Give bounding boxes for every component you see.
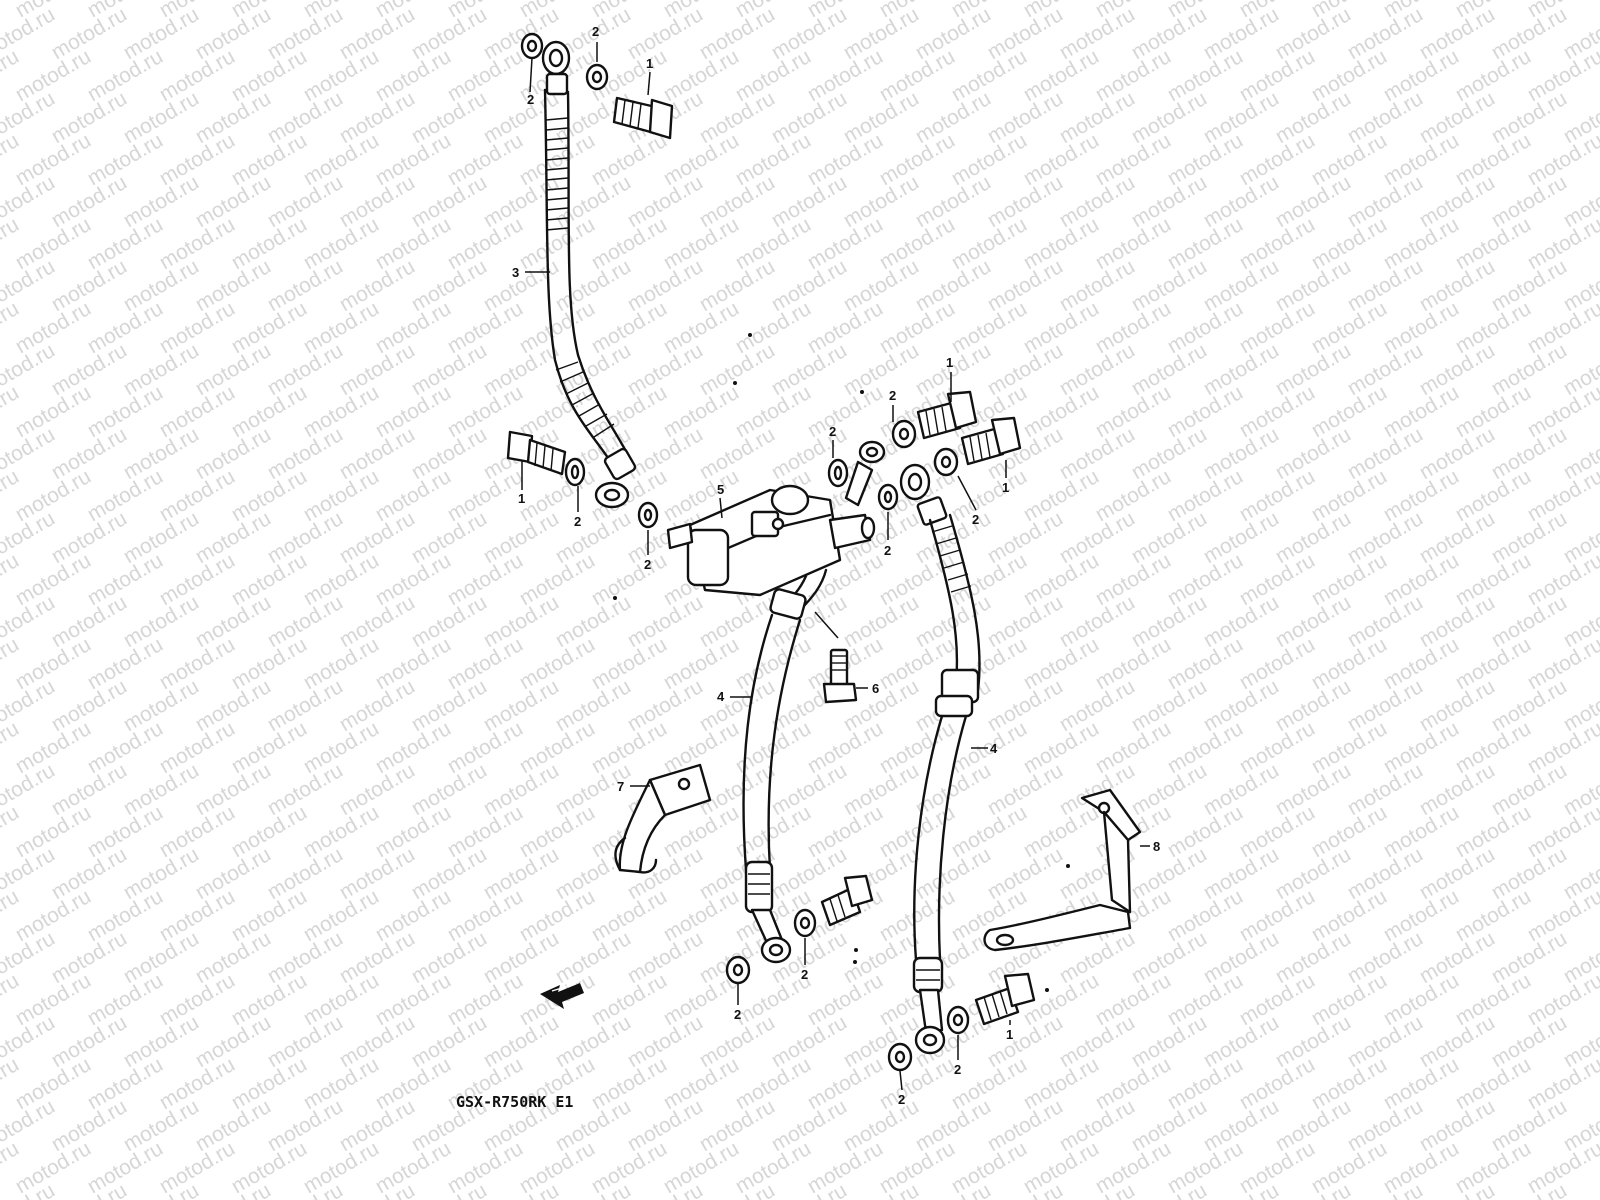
label-hose-upper: 3: [512, 265, 519, 280]
hose-clamp-left: [614, 763, 712, 874]
label-bolt-lower-right: 1: [1006, 1027, 1013, 1042]
washer-lower-left-b: [793, 908, 817, 938]
label-washer-lower-right-a: 2: [898, 1092, 905, 1107]
banjo-bolt-right-mid: [960, 416, 1022, 466]
washer-top-left: [520, 32, 544, 60]
part-number-labels: 2 2 1 3 1 2 2 5 2 2 1 2 2 1 4 6 4 7 8 2 …: [512, 24, 1160, 1107]
label-washer-right-mid: 2: [972, 512, 979, 527]
banjo-bolt-lower-right: [974, 972, 1036, 1026]
brake-hose-lower-right: [899, 463, 981, 1055]
washer-lower-right-b: [946, 1005, 970, 1035]
label-washer-left-lower: 2: [644, 557, 651, 572]
label-washer-lower-left-a: 2: [734, 1007, 741, 1022]
label-washer-right-top: 2: [889, 388, 896, 403]
label-screw: 6: [872, 681, 879, 696]
washer-lower-right-a: [887, 1042, 913, 1072]
washer-right-mid: [933, 447, 959, 477]
label-washer-top: 2: [592, 24, 599, 39]
reference-dots: [613, 333, 1070, 992]
washer-right-top: [891, 419, 917, 449]
label-washer-lower-right-b: 2: [954, 1062, 961, 1077]
label-washer-center-2: 2: [884, 543, 891, 558]
label-joint: 5: [717, 482, 724, 497]
washer-center: [827, 458, 849, 488]
banjo-eye-center: [844, 440, 886, 507]
label-bolt-top: 1: [646, 56, 653, 71]
label-bolt-right-mid: 1: [1002, 480, 1009, 495]
washer-center-2: [877, 483, 899, 511]
hose-clamp-right: [983, 788, 1142, 952]
washer-left-lower: [637, 501, 659, 529]
brake-hose-upper: [541, 40, 637, 509]
label-hose-lower-left: 4: [717, 689, 725, 704]
banjo-bolt-right-top: [916, 390, 978, 440]
label-washer-center: 2: [829, 424, 836, 439]
banjo-bolt-left: [506, 430, 567, 476]
label-bolt-left: 1: [518, 491, 525, 506]
banjo-bolt-top: [612, 96, 674, 140]
front-direction-arrow-icon: [540, 983, 584, 1009]
label-clamp-left: 7: [617, 779, 624, 794]
washer-left: [564, 457, 586, 487]
leader-lines: [521, 42, 1150, 1091]
banjo-bolt-lower-left: [820, 874, 874, 927]
screw: [822, 648, 858, 704]
brake-hose-joint: [666, 484, 876, 612]
washer-top-right: [585, 63, 609, 91]
label-washer-top-left: 2: [527, 92, 534, 107]
label-washer-left: 2: [574, 514, 581, 529]
model-label: GSX-R750RK E1: [456, 1093, 573, 1111]
label-hose-lower-right: 4: [990, 741, 998, 756]
label-bolt-right-top: 1: [946, 355, 953, 370]
washer-lower-left-a: [725, 955, 751, 985]
label-washer-lower-left-b: 2: [801, 967, 808, 982]
brake-hose-lower-left: [742, 588, 807, 964]
label-clamp-right: 8: [1153, 839, 1160, 854]
